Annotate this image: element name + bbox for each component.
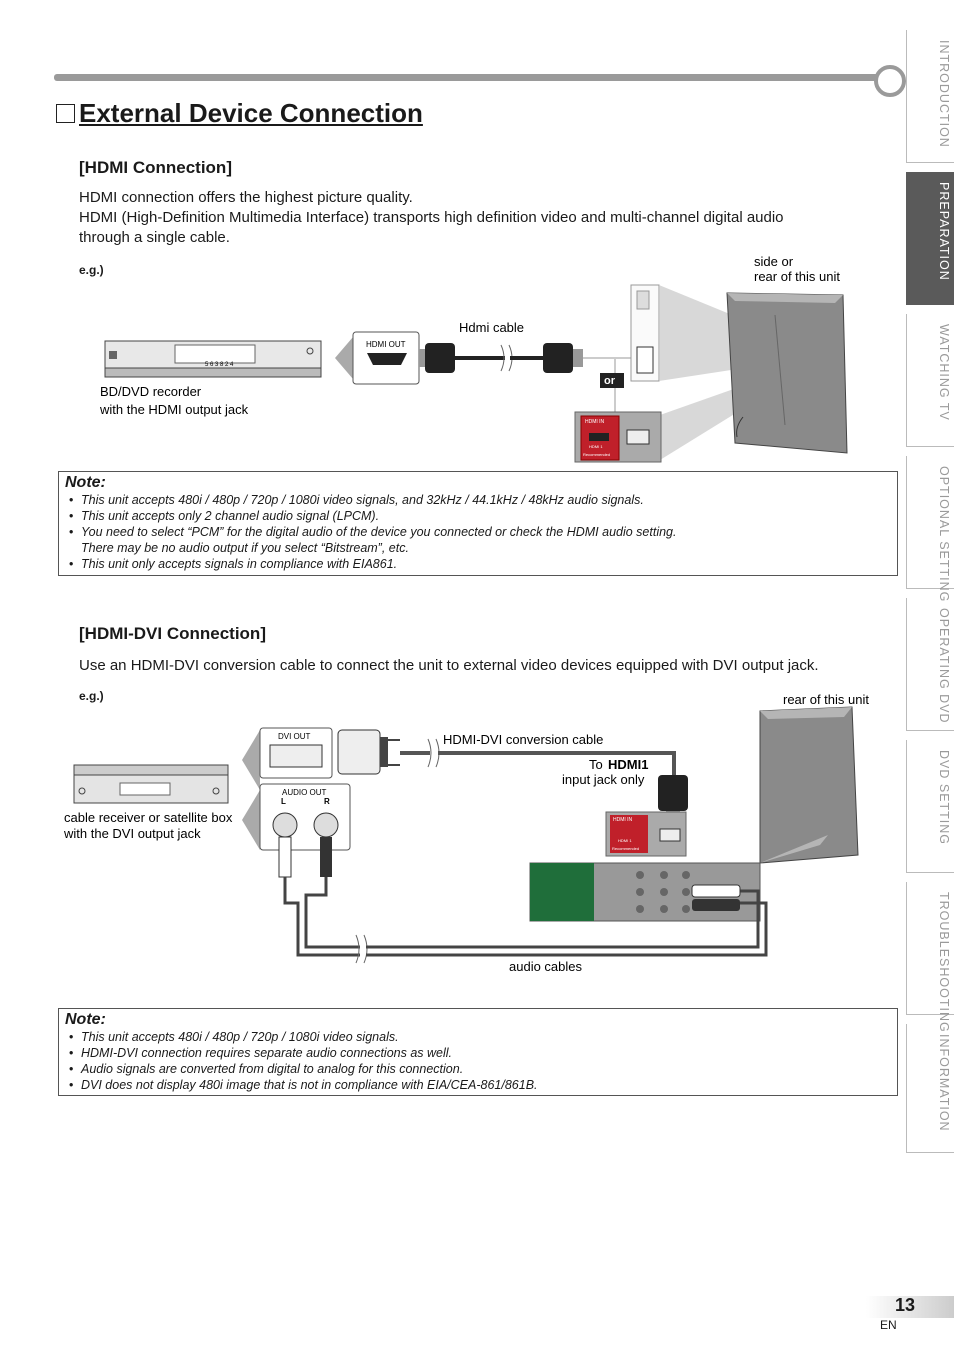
tab-label: INTRODUCTION [937,40,951,148]
hdmi-note-item: This unit accepts 480i / 480p / 720p / 1… [69,492,897,508]
dvi-heading: [HDMI-DVI Connection] [79,624,266,643]
hdmi-out-label: HDMI OUT [366,340,406,349]
rear-hdmi-in [610,815,648,853]
hdmi-para-2: HDMI (High-Definition Multimedia Interfa… [79,209,784,226]
hdmi-note-list: This unit accepts 480i / 480p / 720p / 1… [59,492,897,572]
rear-hdmi1-label: HDMI 1 [618,838,632,843]
bd-device-label-1: BD/DVD recorder [100,384,202,399]
header-rule-circle [874,65,906,97]
dvi-cable-label: HDMI-DVI conversion cable [443,732,603,747]
tv-rear-view [529,706,859,922]
rear-hdmi-in-label: HDMI IN [613,817,633,823]
dvi-eg-label: e.g.) [79,689,104,703]
tab-label: WATCHING TV [937,324,951,421]
hdmi-note-item: This unit accepts only 2 channel audio s… [69,508,897,524]
tab-label: DVD SETTING [937,750,951,846]
dvi-note-list: This unit accepts 480i / 480p / 720p / 1… [59,1029,897,1093]
hdmi-note-title: Note: [65,474,106,491]
hdmi-description: HDMI connection offers the highest pictu… [79,188,879,248]
audio-left-label: L [281,797,286,806]
dvi-out-label: DVI OUT [278,732,311,741]
page-title-text: External Device Connection [79,98,423,128]
page-title: External Device Connection [56,98,423,129]
bd-device-label-2: with the HDMI output jack [99,402,249,417]
dvi-note-item: Audio signals are converted from digital… [69,1061,897,1077]
side-label-2: rear of this unit [754,269,840,284]
audio-cables [278,836,768,964]
hdmi-para-3: through a single cable. [79,229,230,246]
to-prefix: To [589,757,603,772]
page-number: 13 [895,1295,916,1315]
hdmi-port-icon [367,353,407,365]
dvi-note-item: HDMI-DVI connection requires separate au… [69,1045,897,1061]
hdmi-in-label: HDMI IN [585,419,605,425]
audio-jack-right [313,812,339,838]
hdmi-cable-label: Hdmi cable [459,320,524,335]
recommended-label: Recommended [583,452,610,457]
recorder-display: 5 6 3 8 2 4 [205,362,234,368]
dvi-note-title: Note: [65,1011,106,1028]
tab-troubleshooting[interactable]: TROUBLESHOOTING [906,882,954,1033]
receiver-label-2: with the DVI output jack [63,826,201,841]
language-label: EN [880,1318,897,1332]
tab-label: OPTIONAL SETTING [937,466,951,603]
hdmi-dvi-cable [337,729,688,823]
page-number-bar [866,1296,954,1318]
callout-arrow [335,337,353,379]
tv-side-view [726,292,848,454]
side-hdmi-jack [636,346,654,374]
callout-arrow-audio [242,790,260,850]
callout-arrow-dvi [242,730,260,790]
header-rule [54,74,886,81]
dvi-note: Note: This unit accepts 480i / 480p / 72… [58,1008,898,1096]
hdmi-note-item: This unit only accepts signals in compli… [69,556,897,572]
hdmi-dvi-connection-diagram: rear of this unit HDMI-DVI conversion ca… [63,692,869,974]
hdmi-connection-diagram: side or rear of this unit Hdmi cable 5 6… [99,255,848,463]
dvi-description: Use an HDMI-DVI conversion cable to conn… [79,657,819,674]
audio-jack-left [272,812,298,838]
hdmi-para-1: HDMI connection offers the highest pictu… [79,189,413,206]
hdmi-eg-label: e.g.) [79,263,104,277]
tab-operating-dvd[interactable]: OPERATING DVD [906,598,954,731]
hdmi-note: Note: This unit accepts 480i / 480p / 72… [58,471,898,576]
or-label: or [604,375,616,387]
tab-dvd-setting[interactable]: DVD SETTING [906,740,954,873]
dvi-note-item: This unit accepts 480i / 480p / 720p / 1… [69,1029,897,1045]
audio-cables-label: audio cables [509,959,582,974]
receiver-label-1: cable receiver or satellite box [64,810,233,825]
rear-recommended-label: Recommended [612,846,639,851]
hdmi1-label: HDMI 1 [589,444,603,449]
hdmi-heading: [HDMI Connection] [79,158,232,177]
dvi-note-item: DVI does not display 480i image that is … [69,1077,897,1093]
input-only-label: input jack only [562,772,645,787]
tab-introduction[interactable]: INTRODUCTION [906,30,954,163]
checkbox-icon [56,104,75,123]
hdmi-note-item-continued: There may be no audio output if you sele… [81,541,409,555]
audio-out-label: AUDIO OUT [282,788,327,797]
tab-label: INFORMATION [937,1034,951,1132]
tab-optional-setting[interactable]: OPTIONAL SETTING [906,456,954,602]
to-hdmi1: HDMI1 [608,757,648,772]
tab-label: TROUBLESHOOTING [937,892,951,1033]
tab-watching-tv[interactable]: WATCHING TV [906,314,954,447]
cable-receiver-box [73,764,229,804]
audio-right-label: R [324,797,330,806]
side-label-1: side or [754,255,794,269]
bd-dvd-recorder: 5 6 3 8 2 4 [104,340,322,378]
tab-preparation[interactable]: PREPARATION [906,172,954,305]
tab-label: OPERATING DVD [937,608,951,724]
tab-information[interactable]: INFORMATION [906,1024,954,1153]
tab-label: PREPARATION [937,182,951,281]
rear-label: rear of this unit [783,692,869,707]
or-badge [600,373,624,388]
hdmi-note-item: You need to select “PCM” for the digital… [69,524,897,540]
